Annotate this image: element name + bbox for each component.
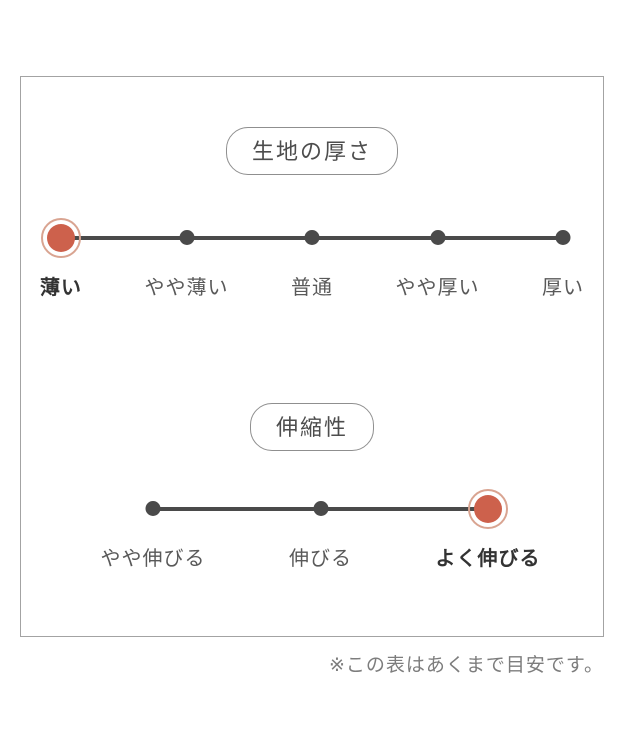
fabric-thickness-title-pill: 生地の厚さ	[225, 127, 399, 175]
scale-label: 厚い	[542, 277, 584, 299]
fabric-thickness-scale: 薄い やや薄い 普通 やや厚い 厚い	[40, 218, 583, 299]
stretchiness-scale: やや伸びる 伸びる よく伸びる	[101, 489, 540, 570]
footnote: ※この表はあくまで目安です。	[328, 655, 604, 676]
scale-dot	[304, 230, 320, 245]
scale-label: よく伸びる	[435, 548, 541, 570]
selected-marker-ring	[41, 218, 81, 258]
scale-dot	[313, 501, 328, 516]
fabric-thickness-title: 生地の厚さ	[251, 139, 373, 164]
spec-chart-box: 生地の厚さ 薄い やや薄い 普通 やや厚い 厚い 伸縮性	[20, 76, 604, 637]
scale-label: 普通	[291, 277, 333, 299]
scale-label: やや厚い	[395, 277, 480, 299]
selected-marker-ring	[468, 489, 508, 529]
scale-dot	[430, 230, 445, 245]
scale-label: 薄い	[40, 277, 82, 299]
selected-marker-dot	[474, 495, 502, 523]
scale-dot	[555, 230, 571, 245]
selected-marker-dot	[47, 224, 75, 252]
scale-label: やや薄い	[144, 277, 229, 299]
scale-dot	[179, 230, 194, 245]
scale-label: 伸びる	[289, 548, 352, 570]
scale-label: やや伸びる	[100, 548, 206, 570]
stretchiness-title-pill: 伸縮性	[249, 403, 375, 451]
stretchiness-title: 伸縮性	[275, 415, 349, 440]
scale-dot	[145, 501, 161, 516]
